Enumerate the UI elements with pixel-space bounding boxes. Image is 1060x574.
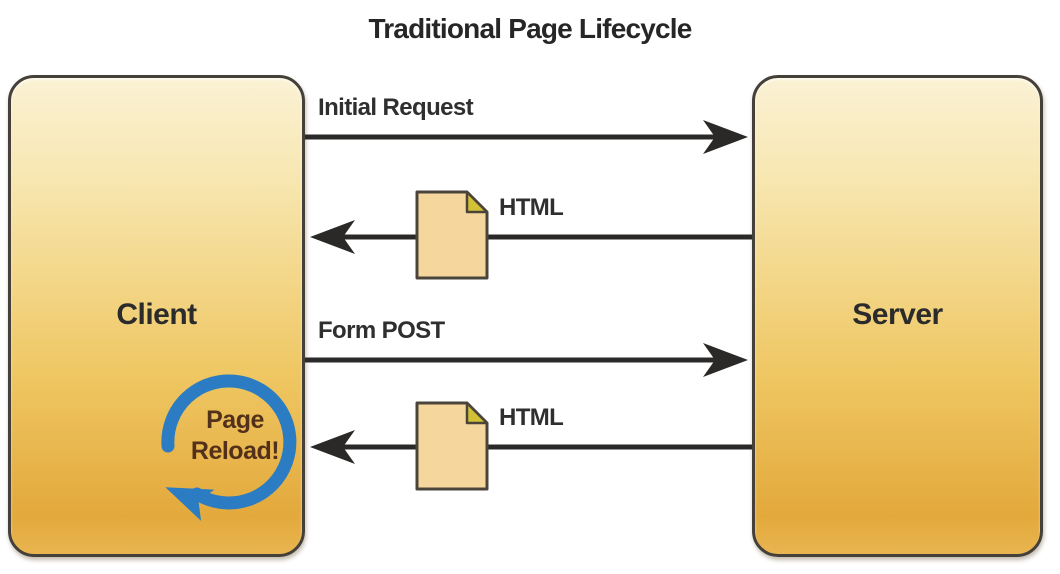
initial-request-arrow [305,120,748,154]
page-reload-line2: Reload! [190,437,280,465]
form-post-arrow [305,343,748,377]
page-fold-icon [465,401,489,425]
client-label: Client [116,298,197,331]
html-response-label: HTML [499,194,564,221]
html-response-label: HTML [499,404,564,431]
page-reload-line1: Page [206,406,264,434]
page-reload-label: Page Reload! [170,405,300,467]
client-node: Client [8,75,305,557]
arrow-right-head-icon [703,120,748,154]
page-fold-icon [465,190,489,214]
reload-arrow-head-icon [165,487,215,521]
arrow-right-head-icon [703,343,748,377]
html-document-icon [415,190,489,280]
initial-request-label: Initial Request [318,94,474,121]
form-post-label: Form POST [318,317,445,344]
page-reload-icon [161,374,297,521]
arrow-left-head-icon [310,220,355,254]
diagram-title: Traditional Page Lifecycle [368,13,692,44]
html-response-arrow-1 [310,220,752,254]
server-label: Server [852,298,943,331]
arrow-left-head-icon [310,430,355,464]
server-node: Server [752,75,1043,557]
html-document-icon [415,401,489,491]
html-response-arrow-2 [310,430,752,464]
